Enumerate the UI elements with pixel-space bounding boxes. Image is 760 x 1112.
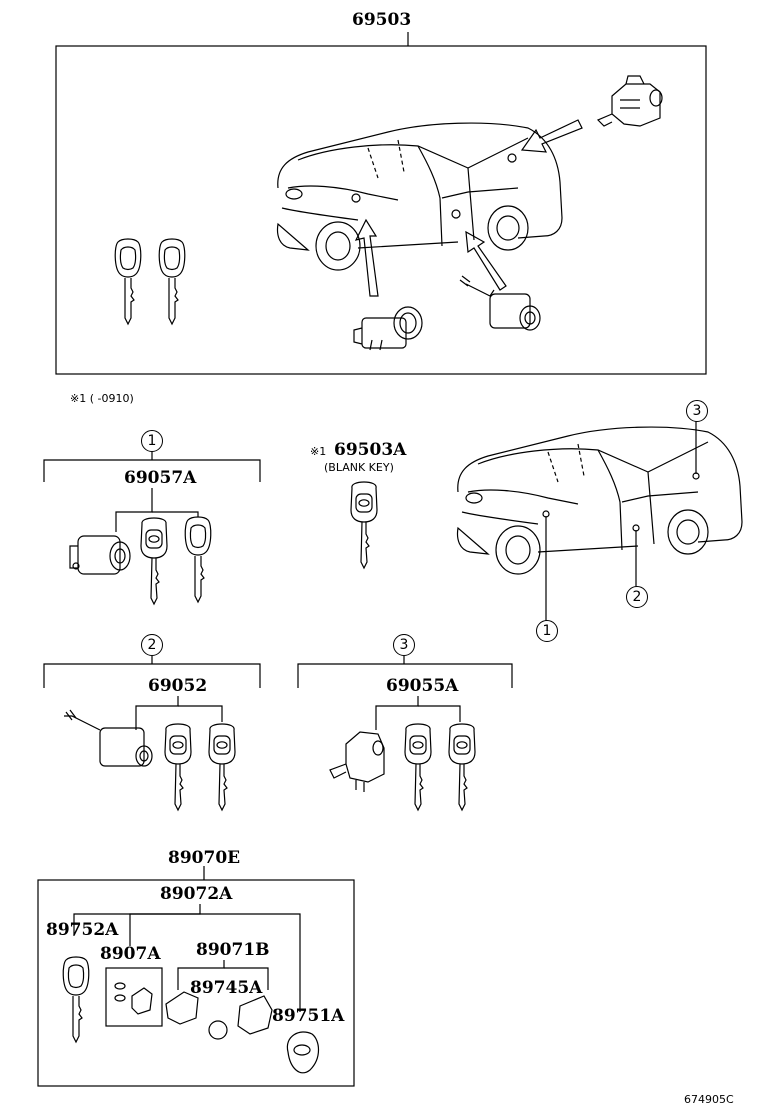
chip-part-number: 8907A [100,944,161,964]
kit-case-inner [165,991,199,1025]
group2-door-cylinder [64,709,153,767]
right-car-illustration [456,426,743,575]
battery-part-number: 89745A [190,978,263,998]
group1-ignition-cylinder [69,535,131,575]
group2-part-number: 69052 [148,676,208,696]
key-blank-part-number: 89752A [46,920,119,940]
figure-code: 674905C [684,1093,734,1106]
top-car-illustration [276,122,563,271]
cover-part-number: 89751A [272,1006,345,1026]
group1-part-number: 69057A [124,468,197,488]
blank-key-part-number: 69503A [334,440,407,460]
group3-back-door-lock [329,731,385,792]
top-arrows [351,119,583,297]
blank-key-description: (BLANK KEY) [324,461,394,474]
top-ignition-cylinder [353,306,423,351]
group2-callout: 2 [141,634,163,656]
top-assembly-part-number: 69503 [352,10,412,30]
top-door-cylinder [459,275,541,331]
car-callout-3: 3 [686,400,708,422]
group3-callout: 3 [393,634,415,656]
blank-key-prefix: ※1 [310,445,327,458]
kit-sub-part-number: 89072A [160,884,233,904]
group1-callout: 1 [141,430,163,452]
kit-emblem-cover [286,1031,320,1074]
car-callout-2: 2 [626,586,648,608]
case-part-number: 89071B [196,940,270,960]
car-callout-1: 1 [536,620,558,642]
kit-case-cover [237,995,273,1035]
applicability-note: ※1 ( -0910) [70,392,134,405]
kit-battery [208,1020,228,1040]
top-back-door-lock [596,75,663,127]
kit-part-number: 89070E [168,848,241,868]
group3-part-number: 69055A [386,676,459,696]
kit-chip-parts [114,982,153,1015]
